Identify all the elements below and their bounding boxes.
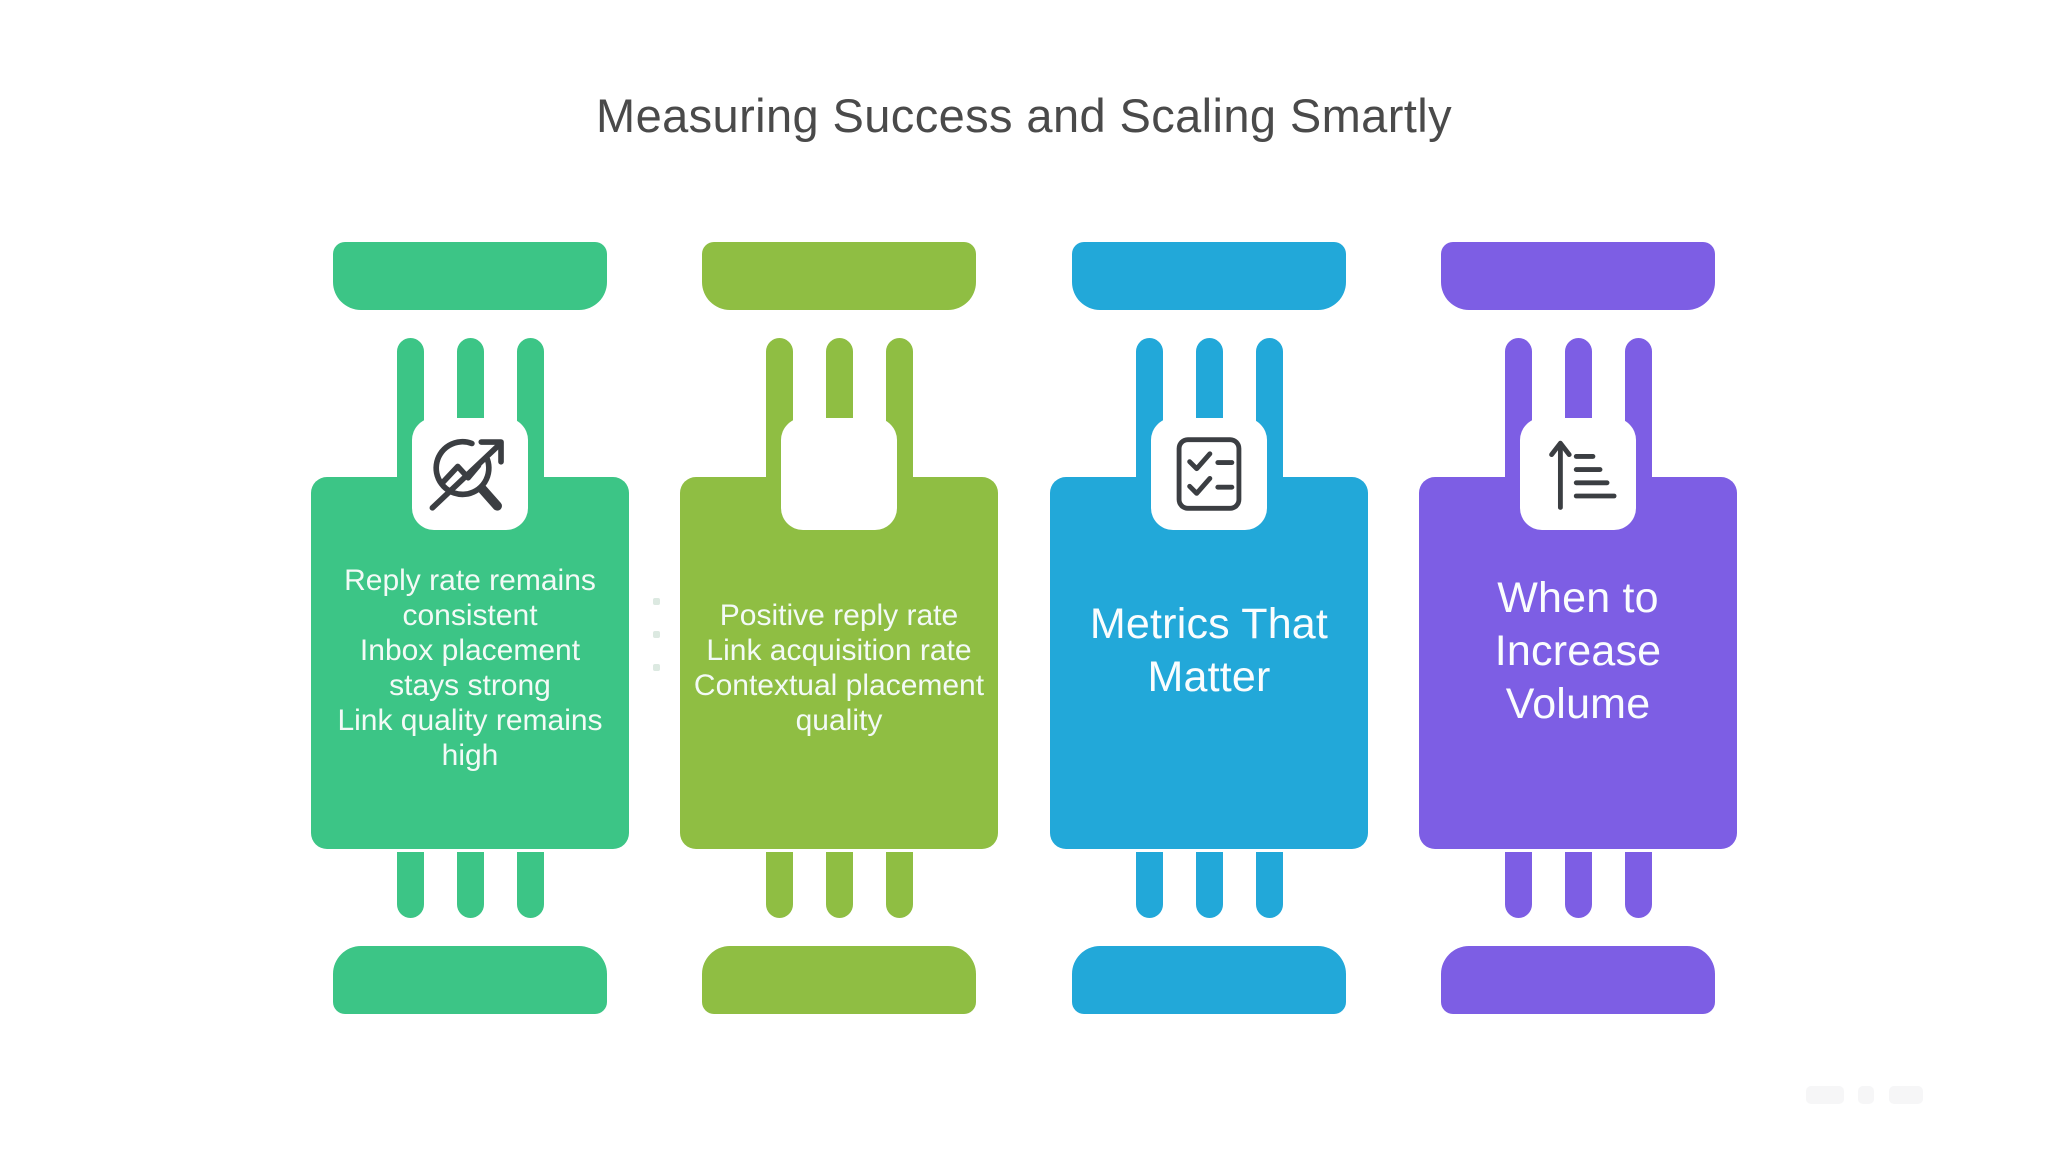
pillar-card-text: Reply rate remains consistent Inbox plac… <box>337 564 603 772</box>
prong <box>517 852 544 918</box>
pillar-top-cap <box>1072 242 1346 310</box>
prong <box>457 852 484 918</box>
pillar-bottom-cap <box>702 946 976 1014</box>
pillar-card: Metrics That Matter <box>1050 477 1368 849</box>
pillar-top-cap <box>333 242 607 310</box>
dot <box>653 664 660 671</box>
prong <box>1196 852 1223 918</box>
watermark-blob <box>1858 1086 1875 1104</box>
pillar-metrics-that-matter: Metrics That Matter <box>1049 242 1369 1014</box>
pillar-top-cap <box>1441 242 1715 310</box>
checklist-icon <box>1176 437 1242 511</box>
pillar-card: Reply rate remains consistent Inbox plac… <box>311 477 629 849</box>
prong <box>826 852 853 918</box>
sort-ascending-icon <box>1549 440 1617 510</box>
watermark-artifact <box>1806 1086 1933 1106</box>
watermark-blob <box>1888 1086 1923 1104</box>
page-title: Measuring Success and Scaling Smartly <box>596 89 1452 142</box>
pillar-bottom-cap <box>333 946 607 1014</box>
dot <box>653 631 660 638</box>
pillar-card: When to Increase Volume <box>1419 477 1737 849</box>
pillar-card: Positive reply rate Link acquisition rat… <box>680 477 998 849</box>
pillar-card-text: Positive reply rate Link acquisition rat… <box>693 599 985 737</box>
pillar-bottom-cap <box>1441 946 1715 1014</box>
icon-box <box>1151 418 1267 530</box>
prong <box>1505 852 1532 918</box>
pillar-bottom-cap <box>1072 946 1346 1014</box>
pillar-health-signals: Reply rate remains consistent Inbox plac… <box>310 242 630 1014</box>
icon-box <box>1520 418 1636 530</box>
pillar-card-text: When to Increase Volume <box>1494 573 1662 728</box>
prong <box>886 852 913 918</box>
empty-icon-box <box>781 418 897 530</box>
pillar-tracking-metrics: Positive reply rate Link acquisition rat… <box>679 242 999 1014</box>
pillar-top-cap <box>702 242 976 310</box>
prong <box>1136 852 1163 918</box>
prong <box>1625 852 1652 918</box>
prong <box>1256 852 1283 918</box>
prong <box>766 852 793 918</box>
pillar-when-to-increase-volume: When to Increase Volume <box>1418 242 1738 1014</box>
prong <box>397 852 424 918</box>
trend-magnifier-icon <box>429 438 504 511</box>
pillar-card-text: Metrics That Matter <box>1089 600 1329 701</box>
prong <box>1565 852 1592 918</box>
dot <box>653 598 660 605</box>
watermark-blob <box>1806 1086 1844 1104</box>
icon-box <box>412 418 528 530</box>
